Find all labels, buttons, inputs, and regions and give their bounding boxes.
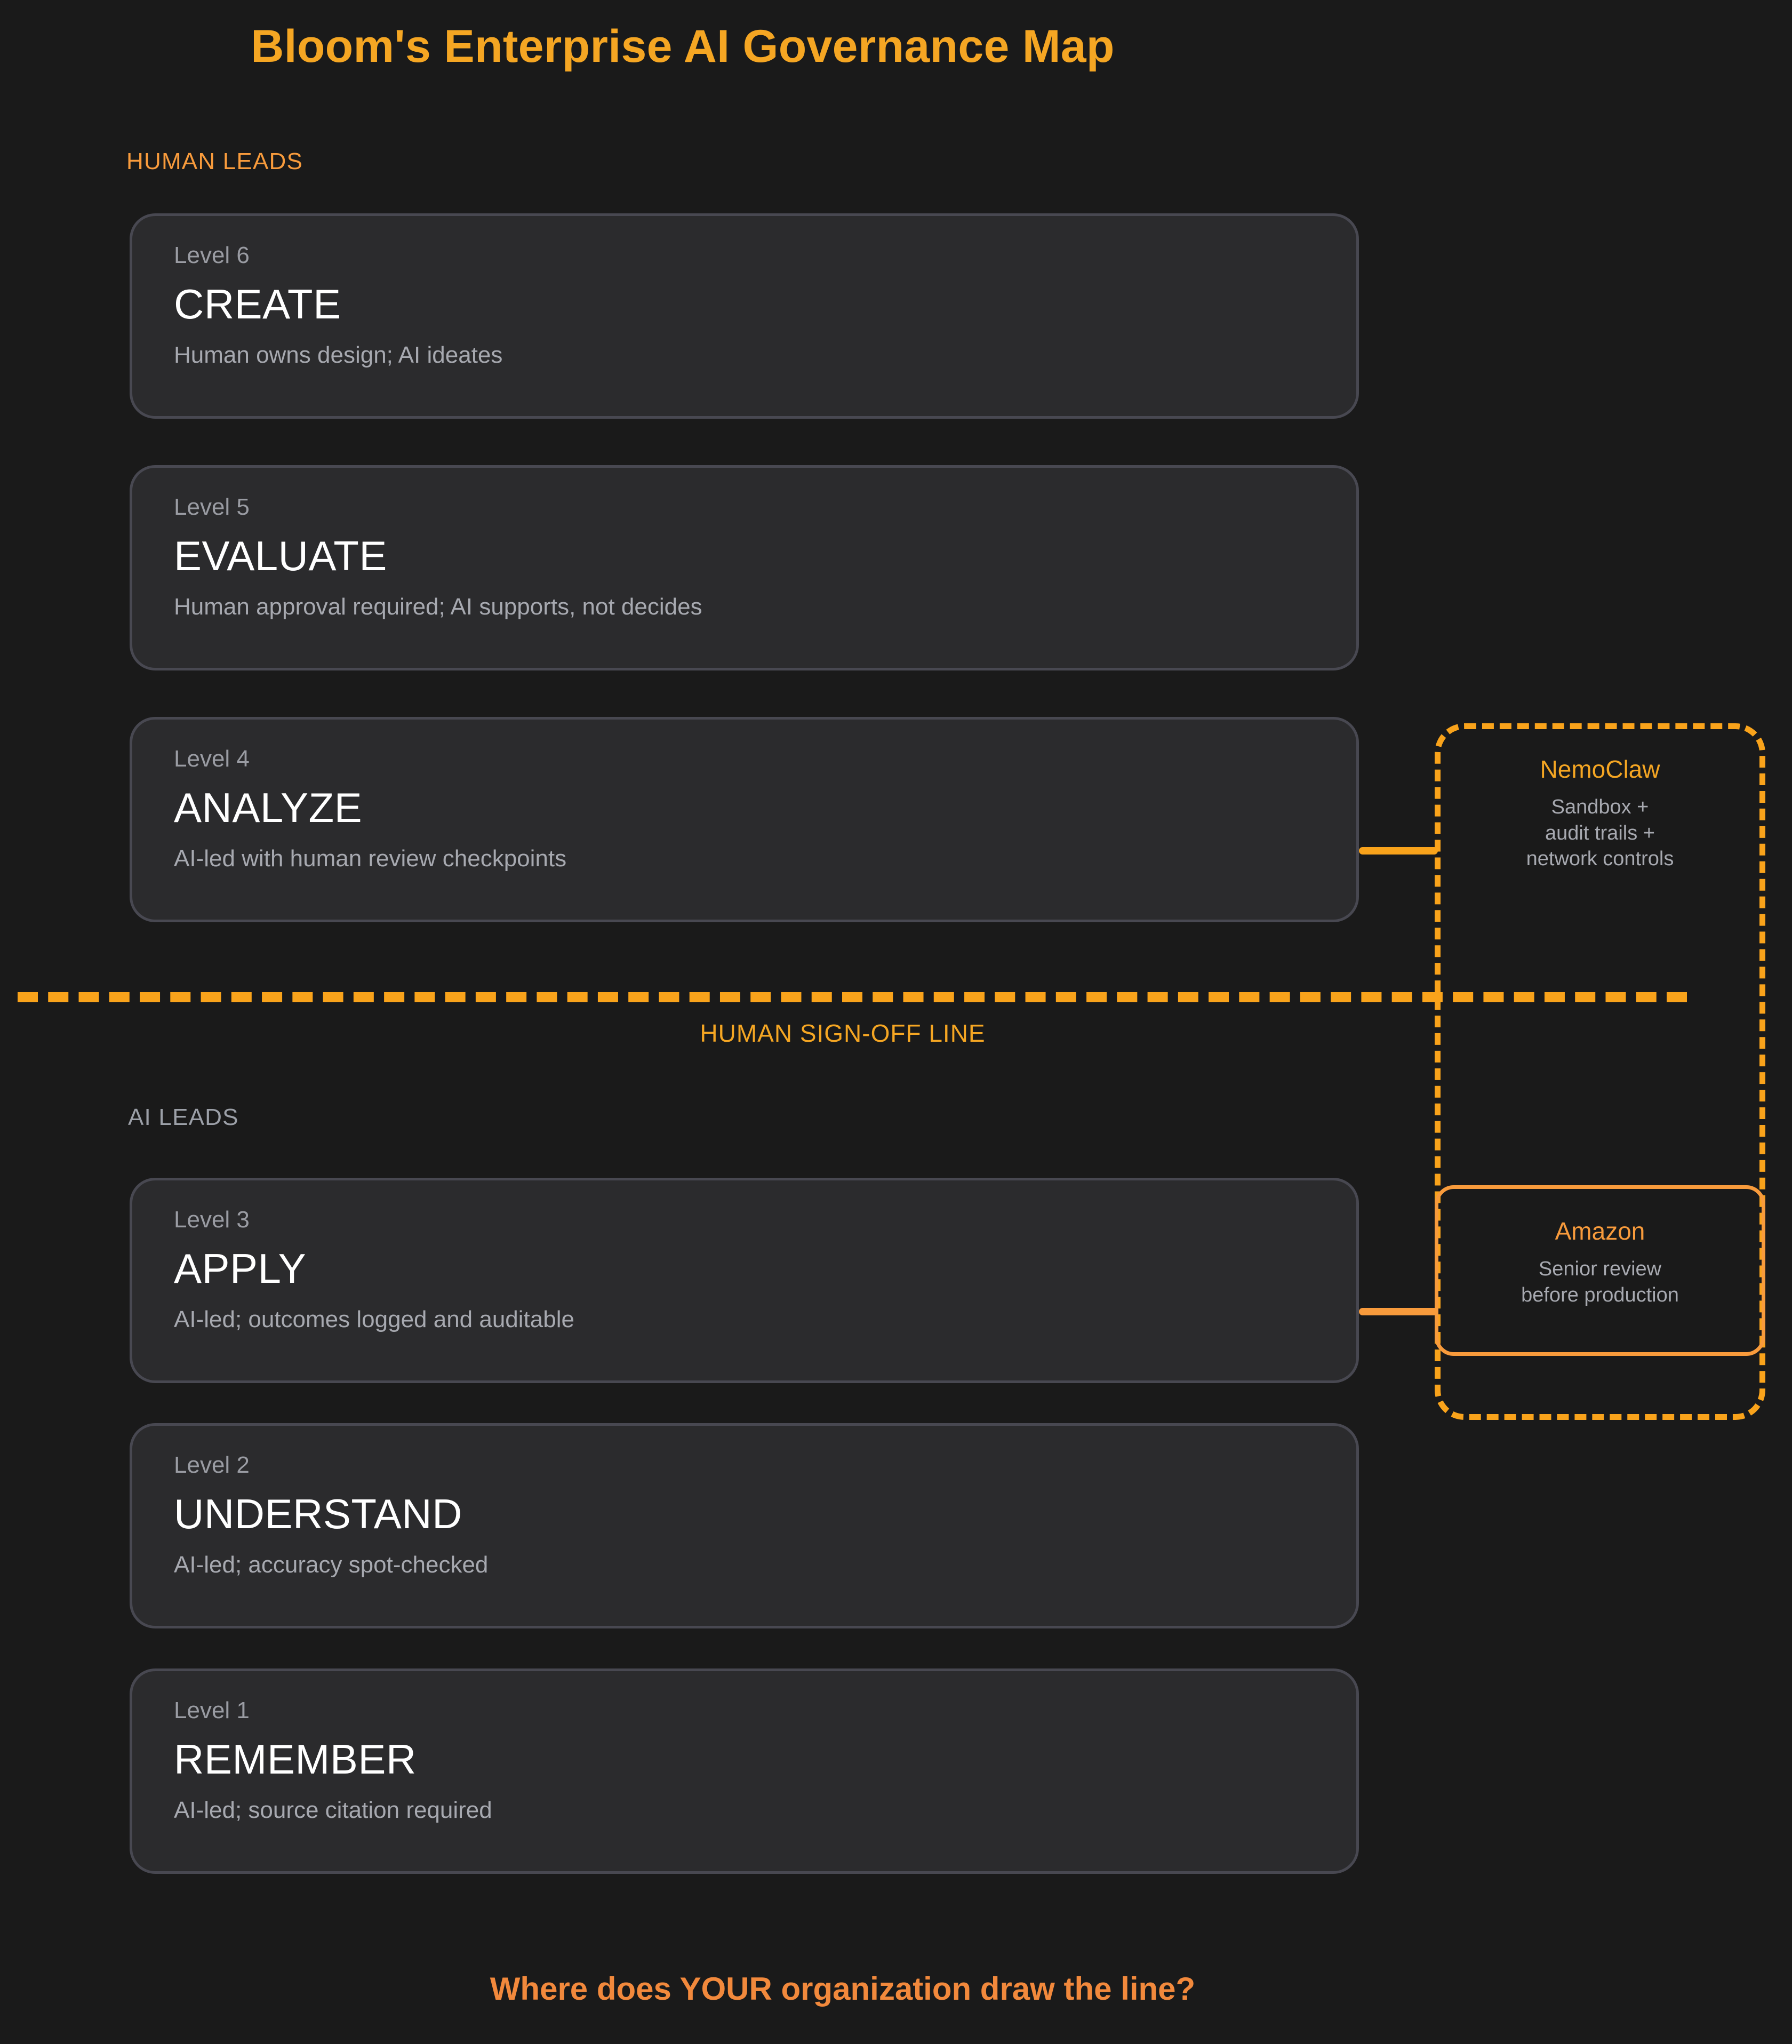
human-signoff-label: HUMAN SIGN-OFF LINE (700, 1019, 986, 1047)
level-number-label: Level 3 (174, 1207, 250, 1233)
section-label-human-leads: HUMAN LEADS (126, 148, 303, 174)
level-verb: EVALUATE (174, 532, 387, 579)
governance-note-amazon[interactable]: Amazon Senior review before production (1435, 1217, 1765, 1308)
governance-note-title: Amazon (1555, 1217, 1645, 1245)
level-number-label: Level 5 (174, 494, 250, 520)
level-description: AI-led; source citation required (174, 1797, 492, 1823)
section-label-ai-leads: AI LEADS (128, 1104, 239, 1130)
level-description: AI-led; outcomes logged and auditable (174, 1306, 574, 1332)
level-verb: REMEMBER (174, 1736, 417, 1783)
level-description: AI-led; accuracy spot-checked (174, 1552, 489, 1578)
level-number-label: Level 4 (174, 746, 250, 772)
connector-line-apply-to-amazon (1359, 1308, 1438, 1315)
governance-note-subtitle: Senior review before production (1435, 1256, 1765, 1308)
level-card-understand[interactable]: Level 2 UNDERSTAND AI-led; accuracy spot… (130, 1423, 1359, 1628)
governance-note-subtitle-line: audit trails + (1545, 821, 1655, 844)
level-card-remember[interactable]: Level 1 REMEMBER AI-led; source citation… (130, 1668, 1359, 1874)
level-verb: UNDERSTAND (174, 1490, 462, 1537)
governance-note-subtitle-line: network controls (1526, 848, 1674, 871)
level-card-evaluate[interactable]: Level 5 EVALUATE Human approval required… (130, 465, 1359, 670)
level-number-label: Level 6 (174, 242, 250, 268)
level-number-label: Level 2 (174, 1452, 250, 1478)
level-verb: ANALYZE (174, 784, 363, 831)
level-number-label: Level 1 (174, 1697, 250, 1723)
level-verb: CREATE (174, 281, 341, 328)
level-description: Human approval required; AI supports, no… (174, 594, 702, 620)
level-description: Human owns design; AI ideates (174, 342, 503, 368)
governance-controls-container (1435, 723, 1765, 1420)
governance-note-amazon-box (1435, 1185, 1765, 1356)
governance-note-subtitle-line: Senior review (1538, 1257, 1662, 1280)
footer-call-to-action: Where does YOUR organization draw the li… (490, 1971, 1196, 2007)
level-description: AI-led with human review checkpoints (174, 845, 567, 872)
governance-note-subtitle-line: before production (1521, 1283, 1679, 1306)
governance-note-title: NemoClaw (1540, 755, 1660, 783)
level-card-create[interactable]: Level 6 CREATE Human owns design; AI ide… (130, 213, 1359, 419)
level-card-analyze[interactable]: Level 4 ANALYZE AI-led with human review… (130, 717, 1359, 922)
governance-note-subtitle-line: Sandbox + (1551, 795, 1649, 818)
human-signoff-divider (18, 992, 1687, 1002)
governance-note-nemoclaw[interactable]: NemoClaw Sandbox + audit trails + networ… (1435, 755, 1765, 872)
level-verb: APPLY (174, 1245, 307, 1292)
page-title: Bloom's Enterprise AI Governance Map (251, 21, 1115, 72)
connector-line-analyze-to-nemoclaw (1359, 847, 1438, 855)
governance-note-subtitle: Sandbox + audit trails + network control… (1435, 794, 1765, 872)
level-card-apply[interactable]: Level 3 APPLY AI-led; outcomes logged an… (130, 1178, 1359, 1383)
